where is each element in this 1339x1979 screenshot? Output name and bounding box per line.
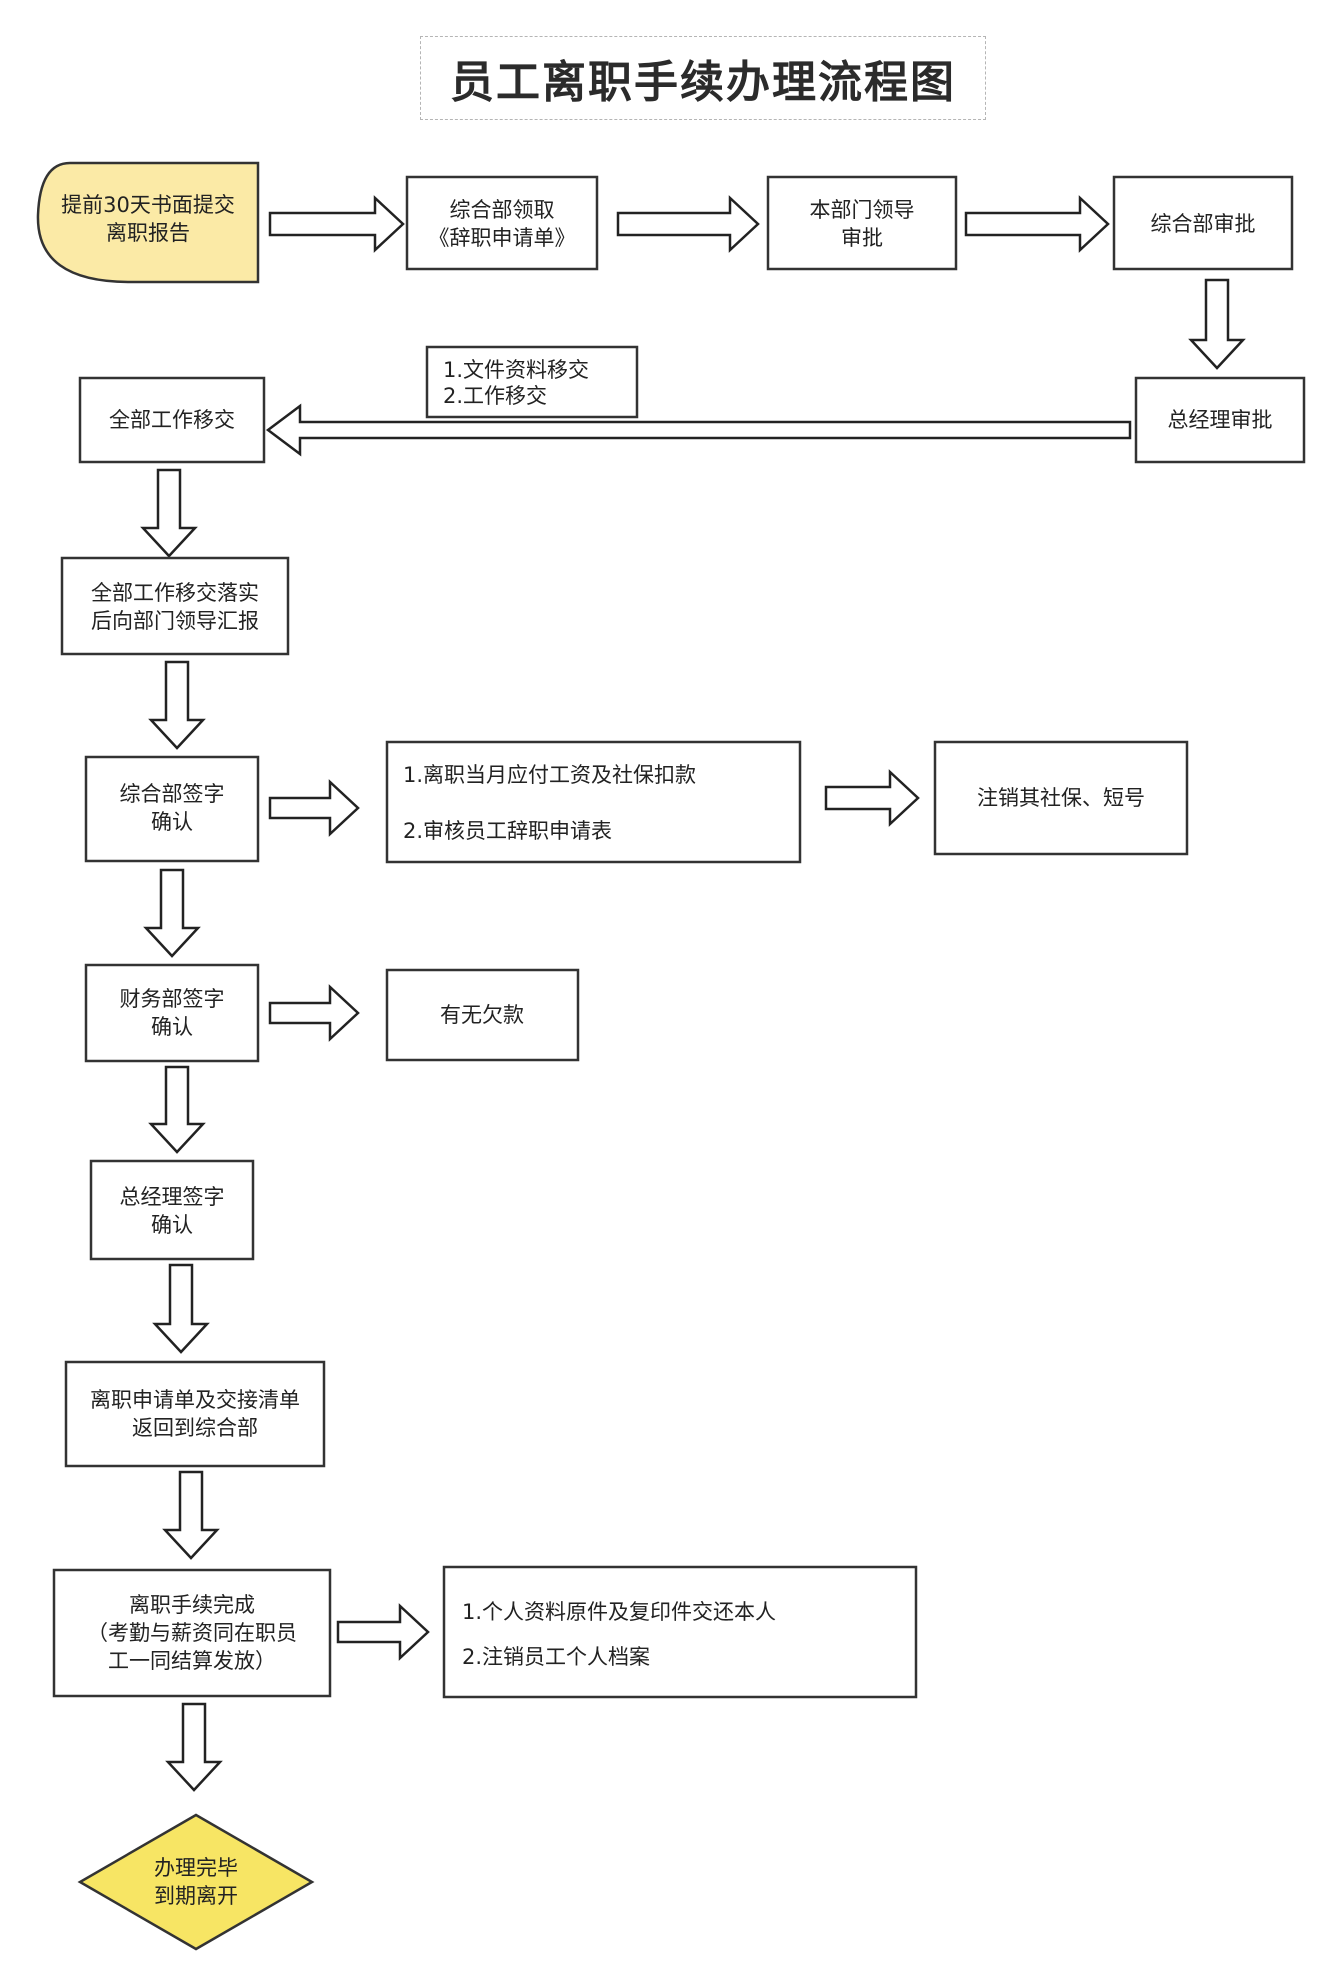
arrow-admin-sign-to-review [268, 779, 360, 837]
arrow-admin-to-gm [1188, 278, 1246, 370]
arrow-return-to-complete [162, 1470, 220, 1560]
finance-sign-node: 财务部签字 确认 [84, 963, 260, 1063]
dept-approve-node: 本部门领导 审批 [766, 175, 958, 271]
arrow-complete-to-docs [336, 1603, 430, 1661]
cancel-insurance-node: 注销其社保、短号 [933, 740, 1189, 856]
handover-items-label-2: 2.工作移交 [443, 384, 547, 408]
gm-sign-label-2: 确认 [151, 1213, 193, 1237]
dept-approve-label-2: 审批 [841, 226, 883, 250]
admin-sign-label-1: 综合部签字 [120, 782, 225, 806]
start-label-1: 提前30天书面提交 [61, 193, 235, 217]
complete-label-1: 离职手续完成 [129, 1593, 255, 1617]
arrow-admin-sign-to-finance [143, 868, 201, 958]
finance-sign-label-1: 财务部签字 [120, 987, 225, 1011]
cancel-insurance-label: 注销其社保、短号 [977, 786, 1145, 810]
start-node: 提前30天书面提交 离职报告 [36, 161, 260, 284]
return-forms-node: 离职申请单及交接清单 返回到综合部 [64, 1360, 326, 1468]
gm-approve-label: 总经理审批 [1168, 408, 1273, 432]
handover-label: 全部工作移交 [109, 408, 235, 432]
salary-review-label-1: 1.离职当月应付工资及社保扣款 [403, 763, 696, 787]
receive-form-label-1: 综合部领取 [450, 198, 555, 222]
admin-approve-label: 综合部审批 [1151, 212, 1256, 236]
return-forms-label-2: 返回到综合部 [132, 1416, 258, 1440]
salary-review-label-2: 2.审核员工辞职申请表 [403, 819, 612, 843]
page-title: 员工离职手续办理流程图 [450, 57, 956, 108]
debt-check-node: 有无欠款 [385, 968, 580, 1062]
debt-check-label: 有无欠款 [440, 1003, 524, 1027]
personal-docs-label-2: 2.注销员工个人档案 [462, 1645, 650, 1669]
arrow-complete-to-end [165, 1702, 223, 1792]
handover-node: 全部工作移交 [78, 376, 266, 464]
end-node: 办理完毕 到期离开 [77, 1813, 315, 1951]
handover-report-label-2: 后向部门领导汇报 [91, 609, 259, 633]
complete-label-2: （考勤与薪资同在职员 [87, 1621, 297, 1645]
arrow-receive-to-dept [616, 195, 760, 253]
arrow-handover-to-report [140, 468, 198, 558]
title-box: 员工离职手续办理流程图 [420, 36, 986, 120]
personal-docs-label-1: 1.个人资料原件及复印件交还本人 [462, 1600, 776, 1624]
start-label-2: 离职报告 [106, 221, 190, 245]
gm-approve-node: 总经理审批 [1134, 376, 1306, 464]
dept-approve-label-1: 本部门领导 [810, 198, 915, 222]
complete-node: 离职手续完成 （考勤与薪资同在职员 工一同结算发放） [52, 1568, 332, 1698]
arrow-gm-sign-to-return [152, 1263, 210, 1354]
admin-sign-node: 综合部签字 确认 [84, 755, 260, 863]
salary-review-node: 1.离职当月应付工资及社保扣款 2.审核员工辞职申请表 [385, 740, 802, 864]
return-forms-label-1: 离职申请单及交接清单 [90, 1388, 300, 1412]
receive-form-node: 综合部领取 《辞职申请单》 [405, 175, 599, 271]
admin-sign-label-2: 确认 [151, 810, 193, 834]
handover-report-label-1: 全部工作移交落实 [91, 581, 259, 605]
arrow-gm-to-handover [265, 403, 1132, 457]
handover-items-label-1: 1.文件资料移交 [443, 358, 589, 382]
admin-approve-node: 综合部审批 [1112, 175, 1294, 271]
personal-docs-node: 1.个人资料原件及复印件交还本人 2.注销员工个人档案 [442, 1565, 918, 1699]
finance-sign-label-2: 确认 [151, 1015, 193, 1039]
arrow-start-to-receive [268, 195, 405, 253]
arrow-finance-to-debt [268, 984, 360, 1042]
arrow-finance-to-gm-sign [148, 1065, 206, 1154]
gm-sign-node: 总经理签字 确认 [89, 1159, 255, 1261]
end-label-1: 办理完毕 [154, 1856, 238, 1880]
handover-items-node: 1.文件资料移交 2.工作移交 [425, 345, 639, 419]
arrow-report-to-admin-sign [148, 660, 206, 750]
end-label-2: 到期离开 [154, 1884, 238, 1908]
handover-report-node: 全部工作移交落实 后向部门领导汇报 [60, 556, 290, 656]
gm-sign-label-1: 总经理签字 [120, 1185, 225, 1209]
arrow-dept-to-admin [964, 195, 1110, 253]
complete-label-3: 工一同结算发放） [108, 1649, 276, 1673]
arrow-review-to-cancel [824, 769, 920, 827]
receive-form-label-2: 《辞职申请单》 [429, 226, 576, 250]
